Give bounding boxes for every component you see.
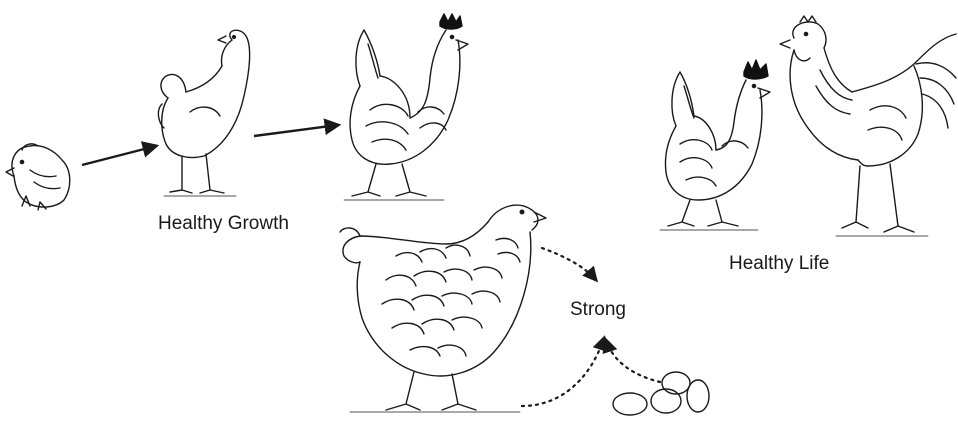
hen-comb (440, 14, 462, 29)
hen-right-illustration (660, 72, 770, 230)
young-pullet-illustration (158, 30, 249, 196)
healthy-growth-label: Healthy Growth (158, 213, 289, 235)
eggs-illustration (613, 372, 709, 415)
growth-arrows (82, 125, 338, 165)
hen-right-comb (744, 60, 768, 79)
arrow-chick-to-pullet (82, 146, 156, 165)
rooster-illustration (780, 16, 956, 236)
arrow-eggs-to-strong (606, 340, 660, 382)
healthy-life-label: Healthy Life (729, 253, 829, 275)
dotted-arrows (522, 248, 660, 406)
arrow-hen-to-strong (542, 248, 596, 280)
arrow-pullet-to-hen (254, 125, 338, 136)
chick-illustration (6, 144, 70, 210)
strong-label: Strong (570, 299, 626, 321)
laying-hen-illustration (340, 205, 546, 412)
arrow-legs-to-strong (522, 338, 604, 406)
adult-hen-illustration (344, 30, 468, 200)
